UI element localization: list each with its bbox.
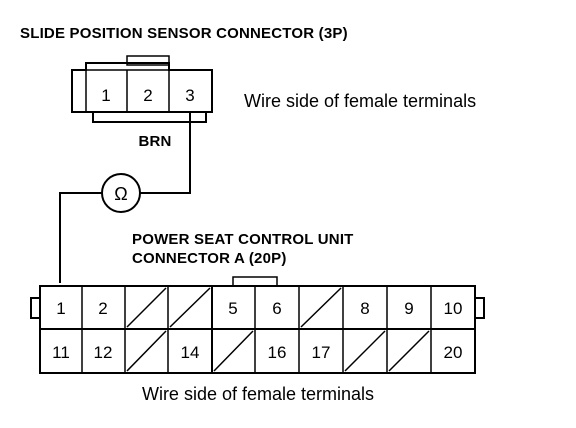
empty-cavity-7-slash (300, 287, 342, 328)
connector-20p-pin-1: 1 (56, 299, 65, 318)
wire-ohmmeter-to-pin1 (59, 192, 102, 283)
title-20p-line2: CONNECTOR A (20P) (132, 250, 287, 267)
connector-20p-pin-17: 17 (312, 343, 331, 362)
connector-20p-pin-10: 10 (444, 299, 463, 318)
title-20p-line1: POWER SEAT CONTROL UNIT (132, 231, 354, 248)
empty-cavity-4-slash (169, 287, 211, 328)
connector-3p-pin-3: 3 (185, 86, 194, 105)
connector-3p: 1 2 3 (71, 55, 213, 123)
title-3p-connector: SLIDE POSITION SENSOR CONNECTOR (3P) (20, 25, 348, 42)
connector-3p-pin-1: 1 (101, 86, 110, 105)
connector-20p-pin-8: 8 (360, 299, 369, 318)
connector-20p-pin-2: 2 (98, 299, 107, 318)
wire-side-label-bottom: Wire side of female terminals (142, 384, 374, 404)
connector-20p-right-tab (475, 297, 485, 319)
ohmmeter-icon (101, 173, 141, 213)
connector-20p-pin-20: 20 (444, 343, 463, 362)
connector-20p-left-tab (30, 297, 40, 319)
connector-20p-latch (232, 276, 278, 287)
wire-pin3-to-ohmmeter (140, 112, 191, 194)
empty-cavity-19-slash (388, 330, 430, 372)
connector-20p-pin-5: 5 (228, 299, 237, 318)
empty-cavity-15-slash (213, 330, 254, 372)
wire-side-label-top: Wire side of female terminals (244, 91, 476, 111)
connector-20p-pin-16: 16 (268, 343, 287, 362)
empty-cavity-18-slash (344, 330, 386, 372)
connector-20p-pin-11: 11 (52, 343, 70, 362)
connector-3p-pin-2: 2 (143, 86, 152, 105)
ohmmeter-symbol: Ω (114, 184, 127, 204)
connector-20p-pin-14: 14 (181, 343, 200, 362)
wire-color-label: BRN (138, 133, 171, 150)
connector-20p-pin-9: 9 (404, 299, 413, 318)
connector-20p: 1 2 5 6 8 9 10 11 12 14 16 17 20 (30, 276, 485, 374)
empty-cavity-13-slash (126, 330, 167, 372)
connector-20p-pin-6: 6 (272, 299, 281, 318)
connector-20p-pin-12: 12 (94, 343, 113, 362)
connector-3p-latch (126, 55, 170, 66)
empty-cavity-3-slash (126, 287, 167, 328)
